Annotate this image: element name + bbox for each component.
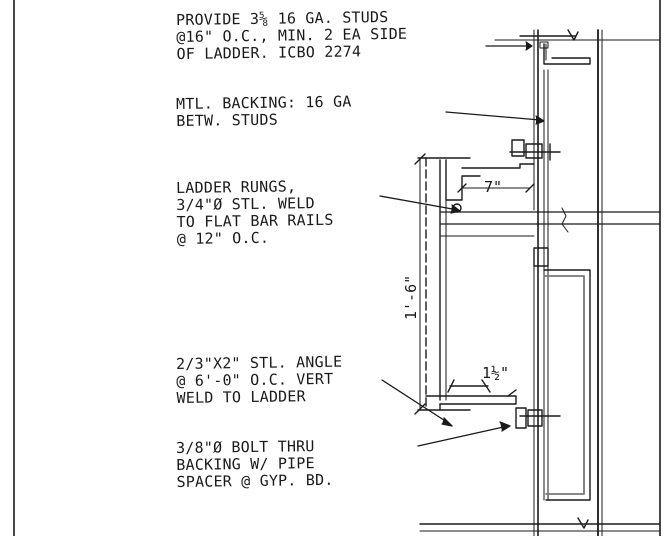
note-backing-line: BETW. STUDS — [176, 110, 279, 130]
note-rungs-line: @ 12" O.C. — [176, 228, 270, 248]
ladder-rungs — [440, 208, 660, 266]
upper-rung-bracket — [446, 140, 560, 213]
dimension-rung-projection — [458, 184, 534, 192]
note-angle-line: WELD TO LADDER — [176, 387, 306, 407]
note-backing: MTL. BACKING: 16 GA BETW. STUDS — [176, 93, 352, 130]
note-bolt-line: SPACER @ GYP. BD. — [176, 470, 334, 491]
lower-stud-channel — [544, 270, 590, 500]
sheet-border — [14, 0, 660, 536]
lower-angle-bolt — [426, 380, 560, 428]
note-angle: 2/3"X2" STL. ANGLE @ 6'-0" O.C. VERT WEL… — [176, 353, 343, 407]
dimension-rung-spacing — [415, 154, 425, 414]
note-studs-line: OF LADDER. ICBO 2274 — [176, 42, 362, 63]
dimension-rung-spacing-label: 1'-6" — [402, 274, 420, 320]
dimension-angle-leg-label: 1½" — [482, 364, 510, 382]
note-rungs: LADDER RUNGS, 3/4"Ø STL. WELD TO FLAT BA… — [176, 177, 334, 248]
wall-section — [420, 30, 660, 536]
dimension-rung-projection-label: 7" — [484, 178, 503, 196]
metal-backing — [544, 70, 548, 500]
upper-stud-channel — [540, 42, 590, 64]
note-bolt: 3/8"Ø BOLT THRU BACKING W/ PIPE SPACER @… — [176, 437, 334, 491]
leader-lines — [380, 42, 544, 446]
note-studs: PROVIDE 3⅝ 16 GA. STUDS @16" O.C., MIN. … — [176, 8, 407, 63]
